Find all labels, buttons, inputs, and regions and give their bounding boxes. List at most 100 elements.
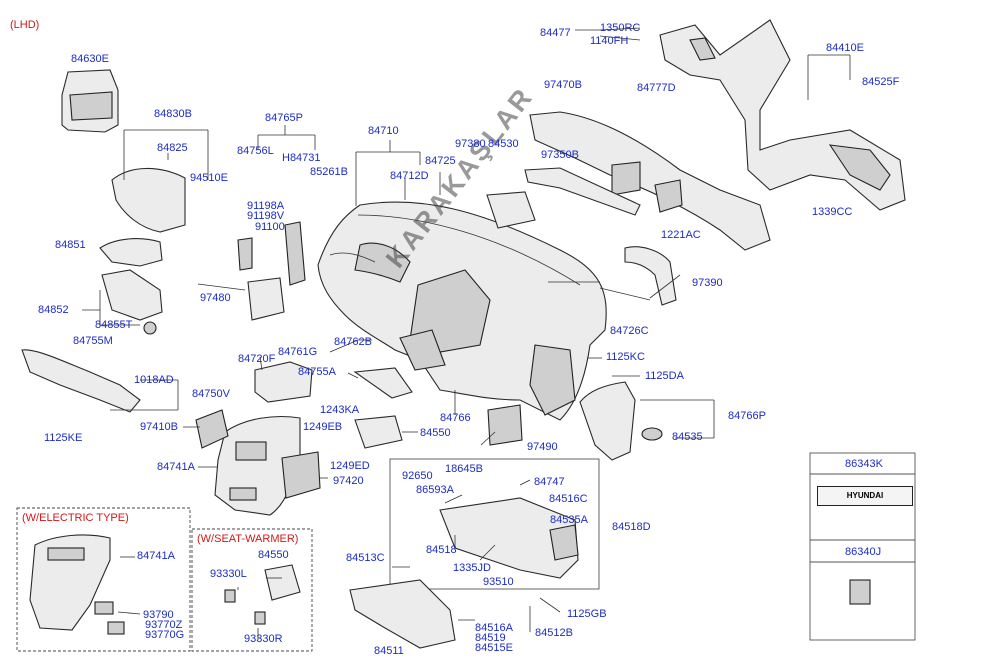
part-label[interactable]: 1335JD xyxy=(453,562,491,574)
part-label[interactable]: 84766 xyxy=(440,412,471,424)
emblem-box xyxy=(809,452,916,641)
part-label[interactable]: 93770G xyxy=(145,629,185,641)
part-label[interactable]: 1339CC xyxy=(812,206,853,218)
part-label[interactable]: 84777D xyxy=(637,82,676,94)
part-label[interactable]: 97490 xyxy=(527,441,558,453)
part-label[interactable]: 91198V xyxy=(247,210,285,222)
part-label[interactable]: 1018AD xyxy=(134,374,174,386)
part-label[interactable]: 97420 xyxy=(333,475,364,487)
part-label[interactable]: 1249ED xyxy=(330,460,370,472)
part-label[interactable]: 97390 xyxy=(692,277,723,289)
part-label[interactable]: 84852 xyxy=(38,304,69,316)
part-label[interactable]: 1243KA xyxy=(320,404,360,416)
part-label[interactable]: 84747 xyxy=(534,476,565,488)
part-label[interactable]: 84851 xyxy=(55,239,86,251)
part-label[interactable]: 84761G xyxy=(278,346,318,358)
glove-box-bracket xyxy=(389,458,600,590)
part-label[interactable]: 84710 xyxy=(368,125,399,137)
part-label[interactable]: 1140FH xyxy=(590,35,629,47)
part-label[interactable]: 1125KE xyxy=(44,432,83,444)
part-label[interactable]: 84762B xyxy=(334,336,372,348)
part-label[interactable]: 94510E xyxy=(190,172,228,184)
part-label[interactable]: 91100 xyxy=(255,221,285,233)
part-label[interactable]: 93330R xyxy=(244,633,283,645)
column-cover-upper xyxy=(99,238,163,267)
part-label[interactable]: 1125KC xyxy=(606,351,645,363)
part-label[interactable]: 86593A xyxy=(416,484,454,496)
part-label[interactable]: 84515E xyxy=(475,642,513,654)
defroster-nozzle xyxy=(524,167,641,216)
part-label[interactable]: 84518 xyxy=(426,544,457,556)
part-label[interactable]: 84755A xyxy=(298,366,336,378)
emblem-86340J xyxy=(849,579,871,605)
part-label[interactable]: 84513C xyxy=(346,552,385,564)
part-label[interactable]: 86340J xyxy=(845,546,882,558)
box-84720F xyxy=(254,361,313,403)
column-cover-lower xyxy=(101,269,163,321)
part-label[interactable]: 86343K xyxy=(845,458,883,470)
part-label[interactable]: 84530 xyxy=(488,138,519,150)
variant-label: (LHD) xyxy=(10,19,40,31)
part-label[interactable]: 91198A xyxy=(247,200,285,212)
lower-pad-84766P xyxy=(579,381,636,461)
seat-warmer-switch-housing xyxy=(264,564,301,601)
part-label[interactable]: 84477 xyxy=(540,27,571,39)
seat-warmer-box xyxy=(191,528,313,652)
part-label[interactable]: 93510 xyxy=(483,576,514,588)
part-label[interactable]: 84525F xyxy=(862,76,900,88)
part-label[interactable]: 84830B xyxy=(154,108,192,120)
part-label[interactable]: 93790 xyxy=(143,609,174,621)
part-label[interactable]: 84825 xyxy=(157,142,188,154)
part-label[interactable]: 84512B xyxy=(535,627,573,639)
part-label[interactable]: 97350B xyxy=(541,149,579,161)
glove-box-door xyxy=(349,579,456,649)
electric-type-box xyxy=(16,507,191,652)
part-label[interactable]: 84756L xyxy=(237,145,274,157)
part-label[interactable]: 1350RC xyxy=(600,22,641,34)
part-label[interactable]: 84720F xyxy=(238,353,276,365)
part-label[interactable]: 84630E xyxy=(71,53,109,65)
part-label[interactable]: 1221AC xyxy=(661,229,701,241)
part-label[interactable]: 84516A xyxy=(475,622,513,634)
part-label[interactable]: 84712D xyxy=(390,170,429,182)
duct-97390 xyxy=(624,246,677,306)
part-label[interactable]: 93770Z xyxy=(145,619,183,631)
part-label[interactable]: 84855T xyxy=(95,319,133,331)
cover-84755A xyxy=(353,367,413,399)
part-label[interactable]: 84519 xyxy=(475,632,506,644)
part-label[interactable]: 84511 xyxy=(374,645,404,657)
part-label[interactable]: 1125DA xyxy=(645,370,684,382)
part-label[interactable]: 84741A xyxy=(137,550,175,562)
part-label[interactable]: 93330L xyxy=(210,568,247,580)
part-label[interactable]: 84725 xyxy=(425,155,456,167)
cluster-fascia xyxy=(111,167,186,233)
part-label[interactable]: 97380 xyxy=(455,138,486,150)
lower-panel-84750V xyxy=(21,349,141,413)
part-label[interactable]: H84731 xyxy=(282,152,321,164)
part-label[interactable]: 84765P xyxy=(265,112,303,124)
part-label[interactable]: 97410B xyxy=(140,421,178,433)
part-label[interactable]: 84410E xyxy=(826,42,864,54)
part-label[interactable]: 84516C xyxy=(549,493,588,505)
part-label[interactable]: 97470B xyxy=(544,79,582,91)
part-label[interactable]: 84550 xyxy=(420,427,451,439)
part-label[interactable]: 1249EB xyxy=(303,421,343,433)
part-label[interactable]: 97480 xyxy=(200,292,231,304)
part-label[interactable]: 84766P xyxy=(728,410,766,422)
part-label[interactable]: 92650 xyxy=(402,470,433,482)
part-label[interactable]: 84550 xyxy=(258,549,289,561)
passenger-airbag xyxy=(486,191,536,229)
part-label[interactable]: 84726C xyxy=(610,325,649,337)
part-label[interactable]: 18645B xyxy=(445,463,483,475)
hyundai-logo-text: HYUNDAI xyxy=(846,491,884,500)
part-label[interactable]: 84755M xyxy=(73,335,113,347)
part-label[interactable]: 1125GB xyxy=(567,608,607,620)
part-label[interactable]: 84750V xyxy=(192,388,230,400)
part-label[interactable]: 84741A xyxy=(157,461,195,473)
part-label[interactable]: 85261B xyxy=(310,166,348,178)
tray-84550 xyxy=(354,415,403,449)
part-label[interactable]: 84518D xyxy=(612,521,651,533)
part-label[interactable]: 84535 xyxy=(672,431,703,443)
part-label[interactable]: 84535A xyxy=(550,514,588,526)
